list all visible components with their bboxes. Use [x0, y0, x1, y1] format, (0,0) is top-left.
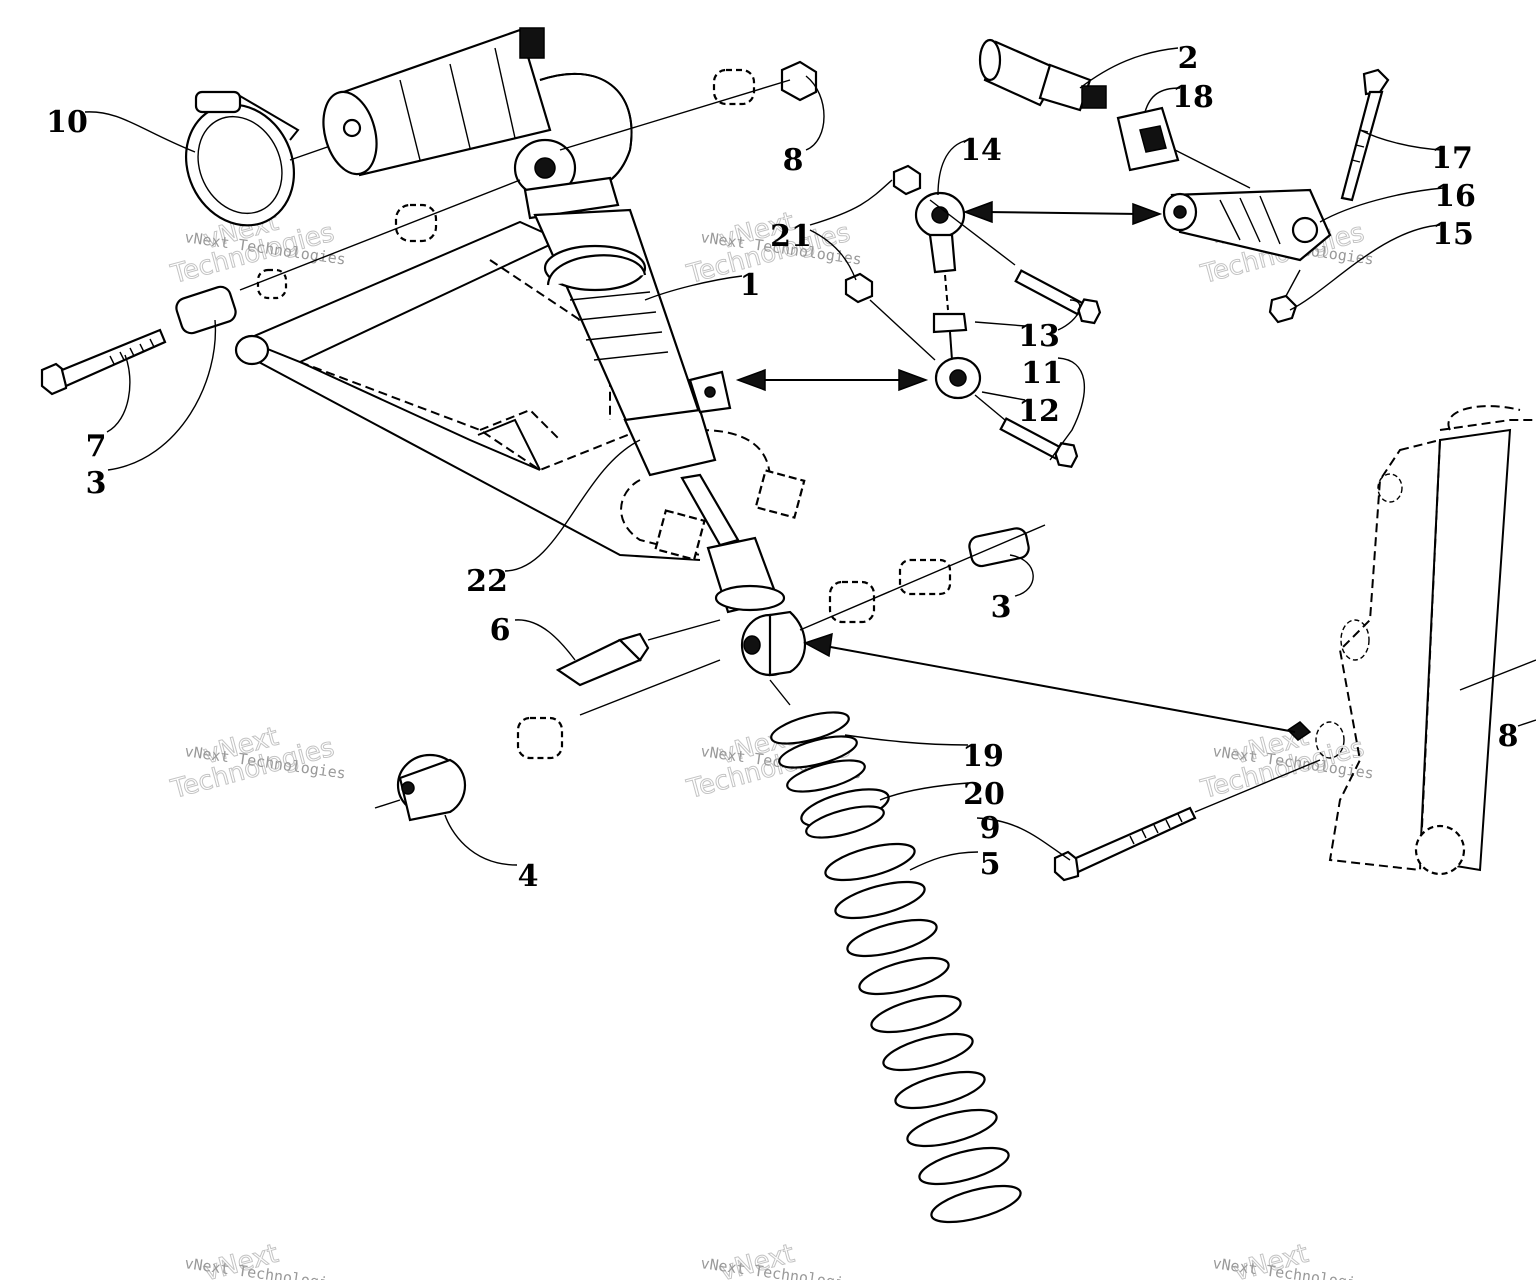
- callout-c9: 9: [980, 811, 1001, 846]
- callout-c8a: 8: [783, 143, 804, 178]
- callout-c12: 12: [1018, 394, 1060, 429]
- callout-c14: 14: [960, 133, 1002, 168]
- callout-c13: 13: [1018, 319, 1060, 354]
- leader-lines: [84, 47, 1536, 871]
- callout-c16: 16: [1434, 179, 1476, 214]
- fitting-part-6: [555, 619, 721, 687]
- spindle-housing: [1286, 405, 1536, 876]
- callout-c21: 21: [770, 219, 812, 254]
- callout-c7: 7: [86, 429, 107, 464]
- callout-c15: 15: [1432, 217, 1474, 252]
- arm-parts-16-17-15: [1162, 68, 1390, 324]
- callout-c3b: 3: [991, 590, 1012, 625]
- callout-c22: 22: [466, 564, 508, 599]
- callout-c18: 18: [1172, 80, 1214, 115]
- callout-c3a: 3: [86, 466, 107, 501]
- callout-c4: 4: [518, 859, 539, 894]
- shock-absorber-part-1: [322, 27, 786, 614]
- bushings-top: [175, 60, 818, 335]
- shaft-part-2: [978, 38, 1251, 189]
- callout-c17: 17: [1431, 141, 1473, 176]
- callout-c6: 6: [490, 613, 511, 648]
- callout-c5: 5: [980, 847, 1001, 882]
- bolt-part-7: [40, 328, 167, 396]
- linkage-parts: [844, 164, 1102, 468]
- reference-arrows: [735, 200, 1296, 733]
- bolt-part-9: [1053, 759, 1321, 882]
- watermark-layer: Technologies vNext vNext Technologies Te…: [167, 206, 1375, 1280]
- callout-c2: 2: [1178, 41, 1199, 76]
- spring-assembly: [769, 679, 1022, 1224]
- callout-c1: 1: [740, 268, 761, 303]
- callout-c10: 10: [46, 105, 88, 140]
- callout-c20: 20: [963, 777, 1005, 812]
- bushings-lower: [374, 524, 1046, 822]
- callout-c19: 19: [962, 739, 1004, 774]
- clamp-part-10: [184, 79, 521, 227]
- coil-spring-part-5: [824, 842, 1022, 1224]
- callout-c11: 11: [1021, 356, 1063, 391]
- callout-c8b: 8: [1498, 719, 1519, 754]
